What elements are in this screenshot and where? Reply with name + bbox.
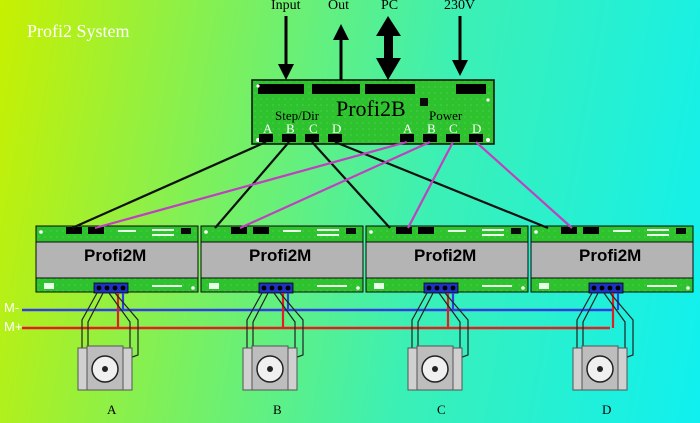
m-plus-label: M+ xyxy=(4,319,23,334)
pc-label: PC xyxy=(381,0,399,13)
driver-board-b xyxy=(200,225,364,391)
input-label: Input xyxy=(271,0,301,13)
terminal-block-d xyxy=(588,282,624,294)
motor-icon-b xyxy=(242,345,298,391)
driver-b-name: Profi2M xyxy=(249,246,312,265)
power-230v-arrow-icon xyxy=(452,16,468,76)
m-minus-label: M- xyxy=(4,300,20,315)
terminal-block-c xyxy=(423,282,459,294)
out-label: Out xyxy=(328,0,349,13)
driver-board-d xyxy=(530,225,694,391)
step-dir-port-d: D xyxy=(332,121,342,136)
pc-bidirectional-arrow-icon xyxy=(376,16,401,80)
step-dir-label: Step/Dir xyxy=(275,108,320,123)
power-port-b: B xyxy=(427,121,436,136)
out-arrow-icon xyxy=(333,24,349,82)
driver-c-name: Profi2M xyxy=(414,246,477,265)
driver-board-a xyxy=(35,225,199,391)
profi2b-board xyxy=(251,79,495,145)
terminal-block-b xyxy=(258,282,294,294)
power-port-d: D xyxy=(472,121,482,136)
diagram-title: Profi2 System xyxy=(27,21,130,41)
motor-icon-a xyxy=(77,345,133,391)
motor-a-label: A xyxy=(107,402,117,417)
step-dir-port-a: A xyxy=(263,121,273,136)
power-port-c: C xyxy=(449,121,458,136)
motor-icon-d xyxy=(572,345,628,391)
terminal-block-a xyxy=(93,282,129,294)
motor-d-label: D xyxy=(602,402,612,417)
input-arrow-icon xyxy=(278,16,294,80)
power-230v-label: 230V xyxy=(444,0,476,13)
hub-name: Profi2B xyxy=(336,96,406,121)
driver-board-c xyxy=(365,225,529,391)
motor-b-label: B xyxy=(273,402,282,417)
motor-icon-c xyxy=(407,345,463,391)
driver-d-name: Profi2M xyxy=(579,246,642,265)
step-dir-port-c: C xyxy=(309,121,318,136)
step-dir-cables xyxy=(71,140,549,230)
power-port-a: A xyxy=(403,121,413,136)
step-dir-port-b: B xyxy=(286,121,295,136)
motor-c-label: C xyxy=(437,402,446,417)
power-label: Power xyxy=(429,108,463,123)
driver-a-name: Profi2M xyxy=(84,246,147,265)
power-cables xyxy=(94,140,573,230)
